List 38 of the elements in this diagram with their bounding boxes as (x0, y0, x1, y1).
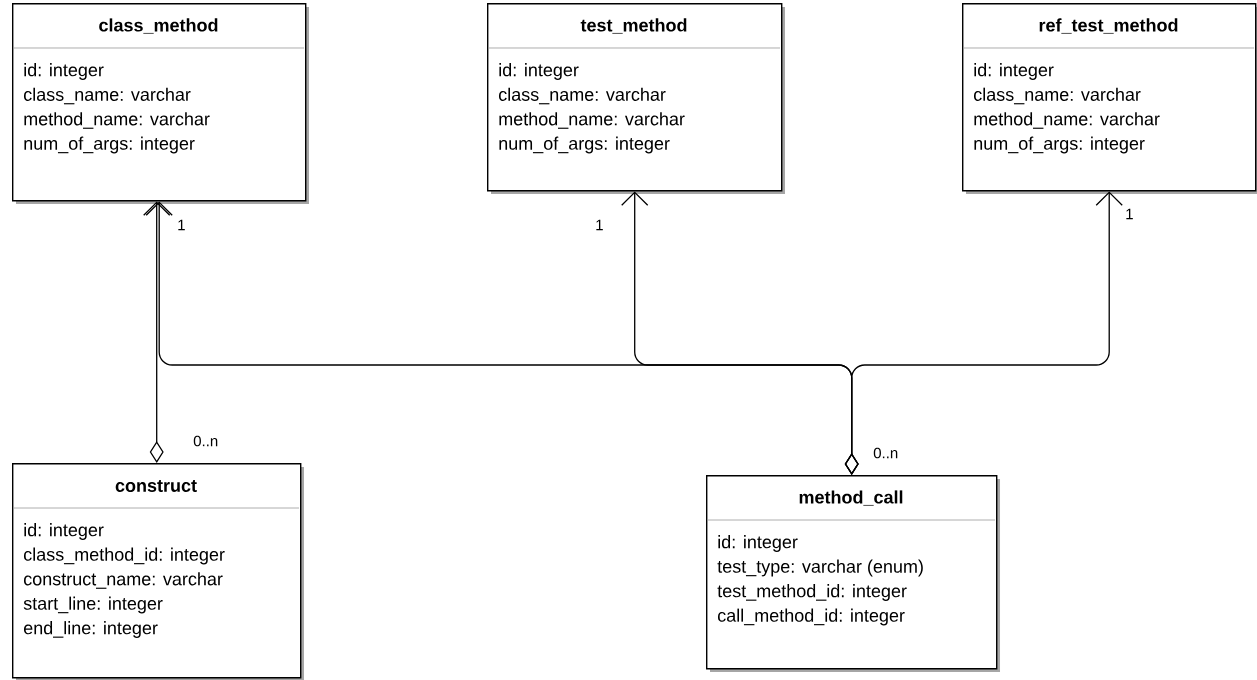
multiplicity-label: 1 (178, 219, 185, 231)
attribute-text: start_line: integer (23, 596, 163, 614)
attribute-text: end_line: integer (23, 621, 158, 638)
attribute-text: construct_name: varchar (23, 572, 223, 589)
attribute-text: id: integer (499, 63, 579, 80)
table-title: test_method (580, 18, 687, 34)
table-box (962, 3, 1257, 194)
multiplicity-label: 0..n (193, 435, 218, 447)
attribute-text: id: integer (24, 523, 104, 540)
table-box (487, 3, 785, 194)
connector-arrow (844, 191, 1123, 475)
table-title: construct (115, 480, 197, 492)
attribute-text: class_name: varchar (23, 87, 191, 105)
attribute-text: num_of_args: integer (499, 136, 670, 154)
attribute-text: id: integer (718, 535, 798, 552)
attribute-text: num_of_args: integer (974, 136, 1145, 154)
attribute-text: id: integer (24, 63, 104, 80)
table-title: method_call (799, 490, 903, 506)
attribute-text: test_type: varchar (enum) (717, 559, 923, 577)
table-box (12, 463, 304, 680)
attribute-text: class_name: varchar (499, 87, 666, 105)
attribute-text: method_name: varchar (24, 112, 210, 129)
attribute-text: test_method_id: integer (717, 584, 907, 601)
table-title: ref_test_method (1039, 18, 1178, 34)
multiplicity-label: 1 (596, 219, 603, 231)
attribute-text: call_method_id: integer (718, 608, 905, 626)
attribute-text: method_name: varchar (974, 112, 1160, 129)
connector-arrow (143, 201, 171, 463)
table-box (706, 475, 1000, 672)
attribute-text: class_method_id: integer (23, 547, 225, 565)
attribute-text: id: integer (974, 63, 1054, 80)
attribute-text: class_name: varchar (974, 87, 1141, 105)
table-title: class_method (99, 18, 218, 34)
multiplicity-label: 1 (1126, 208, 1133, 220)
attribute-text: method_name: varchar (499, 112, 685, 129)
table-box (12, 3, 309, 204)
multiplicity-label: 0..n (873, 447, 898, 459)
attribute-text: num_of_args: integer (24, 136, 195, 154)
